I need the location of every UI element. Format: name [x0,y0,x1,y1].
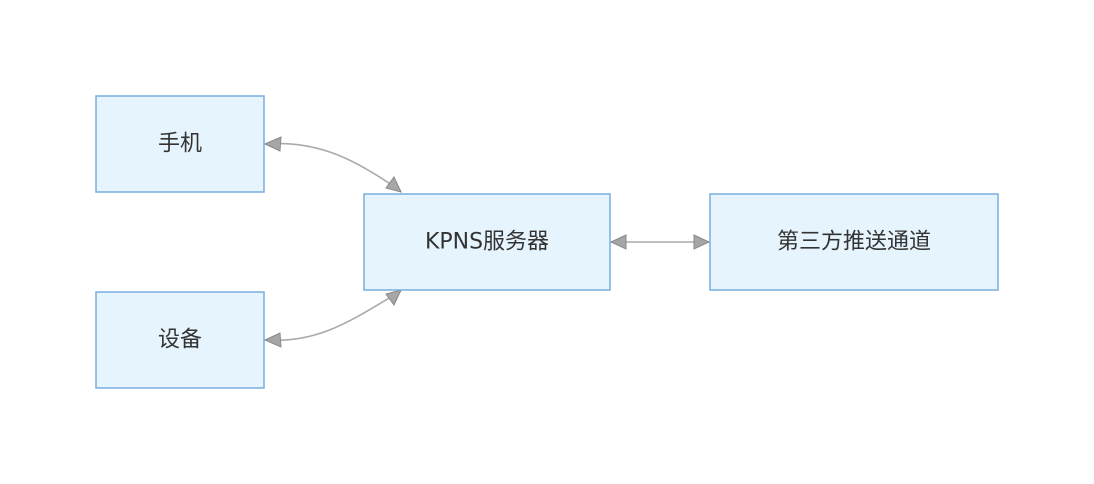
node-server: KPNS服务器 [363,193,611,291]
arrowhead-device-end [263,332,282,348]
arrowhead-server-right-end [609,234,627,250]
arrowhead-server-bottom-end [385,289,402,306]
node-device: 设备 [95,291,265,389]
arrowhead-phone-end [263,136,282,152]
node-phone-box [95,95,265,193]
edge-phone-server [264,142,402,192]
node-server-box [363,193,611,291]
node-device-box [95,291,265,389]
node-channel-box [709,193,999,291]
node-channel-label: 第三方推送通道 [777,230,931,255]
node-server-label: KPNS服务器 [425,230,549,255]
arrowhead-server-top-end [385,176,402,193]
arrowhead-channel-end [693,234,711,250]
node-device-label: 设备 [158,328,202,353]
edges [263,136,711,348]
node-phone-label: 手机 [158,132,202,157]
node-phone: 手机 [95,95,265,193]
node-channel: 第三方推送通道 [709,193,999,291]
edge-device-server [264,290,402,342]
